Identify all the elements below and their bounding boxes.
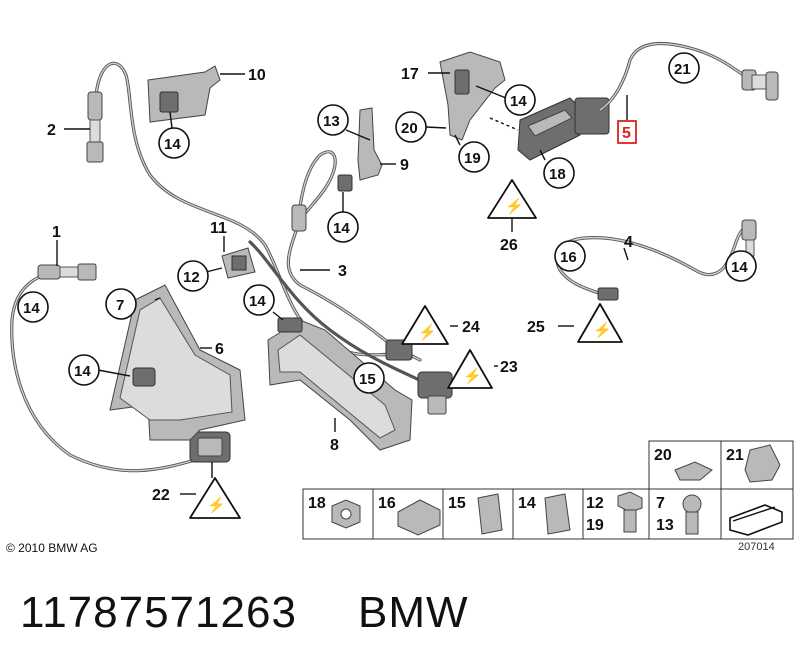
- svg-text:⚡: ⚡: [207, 496, 226, 514]
- legend-16: 16: [378, 495, 396, 512]
- legend-7: 7: [656, 495, 665, 512]
- bracket-6: 7 6 14: [68, 284, 246, 441]
- callout-24: 24: [462, 319, 480, 336]
- callout-12: 12: [183, 269, 200, 286]
- connector-22: ⚡ 22: [152, 431, 241, 519]
- legend-13: 13: [656, 517, 674, 534]
- callout-13: 13: [323, 113, 340, 130]
- callout-1: 1: [52, 224, 61, 241]
- callout-4: 4: [624, 234, 633, 251]
- bracket-10: 10 14: [147, 65, 266, 159]
- callout-25: 25: [527, 319, 545, 336]
- callout-6: 6: [215, 341, 224, 358]
- callout-10: 10: [248, 67, 266, 84]
- clip-11: 11 12: [177, 220, 256, 292]
- callout-14-c: 14: [74, 363, 91, 380]
- callout-22: 22: [152, 487, 170, 504]
- brand-name: BMW: [358, 588, 469, 637]
- bracket-8: 14 15 8: [243, 284, 413, 454]
- callout-17: 17: [401, 66, 419, 83]
- callout-19: 19: [464, 150, 481, 167]
- callout-14-e: 14: [249, 293, 266, 310]
- callout-15: 15: [359, 371, 376, 388]
- parts-legend-table: 20 21 18 16 15 14 12 19 7 13: [302, 440, 794, 540]
- legend-15: 15: [448, 495, 466, 512]
- callout-16: 16: [560, 249, 577, 266]
- callout-11: 11: [210, 220, 227, 237]
- callout-20: 20: [401, 120, 418, 137]
- bracket-9: 13 9 14: [317, 104, 409, 243]
- copyright-notice: © 2010 BMW AG: [6, 541, 98, 555]
- connector-23: ⚡ 23: [248, 240, 518, 415]
- sensor-5: 21 5: [598, 41, 779, 144]
- callout-2: 2: [47, 122, 56, 139]
- bracket-17: 17 14 20 19: [395, 51, 536, 173]
- svg-text:⚡: ⚡: [505, 197, 524, 215]
- legend-12: 12: [586, 495, 604, 512]
- callout-18: 18: [549, 166, 566, 183]
- callout-21: 21: [674, 61, 691, 78]
- callout-9: 9: [400, 157, 409, 174]
- callout-14-g: 14: [731, 259, 748, 276]
- legend-21: 21: [726, 447, 744, 464]
- callout-23: 23: [500, 359, 518, 376]
- sensor-4: 16 4 14 ⚡ 25: [527, 219, 757, 343]
- legend-20: 20: [654, 447, 672, 464]
- callout-14-b: 14: [23, 300, 40, 317]
- connector-24: ⚡ 24: [401, 305, 480, 345]
- callout-26: 26: [500, 237, 518, 254]
- legend-18: 18: [308, 495, 326, 512]
- callout-8: 8: [330, 437, 339, 454]
- sensor-3: 3: [286, 150, 422, 362]
- highlight-box: [617, 120, 637, 144]
- callout-14-a: 14: [164, 136, 181, 153]
- callout-5: 5: [622, 125, 631, 142]
- oxygen-sensor-2: 2: [47, 61, 412, 357]
- part-number: 11787571263: [20, 588, 297, 637]
- legend-19: 19: [586, 517, 604, 534]
- svg-text:⚡: ⚡: [463, 367, 482, 385]
- control-unit-18: 18 ⚡ 26: [487, 97, 610, 254]
- svg-text:⚡: ⚡: [418, 323, 437, 341]
- callout-3: 3: [338, 263, 347, 280]
- callout-14-f: 14: [510, 93, 527, 110]
- callout-7: 7: [116, 297, 124, 314]
- oxygen-sensor-1: 1 14: [10, 224, 197, 473]
- legend-14: 14: [518, 495, 536, 512]
- drawing-number: 207014: [738, 541, 775, 553]
- callout-14-d: 14: [333, 220, 350, 237]
- svg-text:⚡: ⚡: [593, 321, 612, 339]
